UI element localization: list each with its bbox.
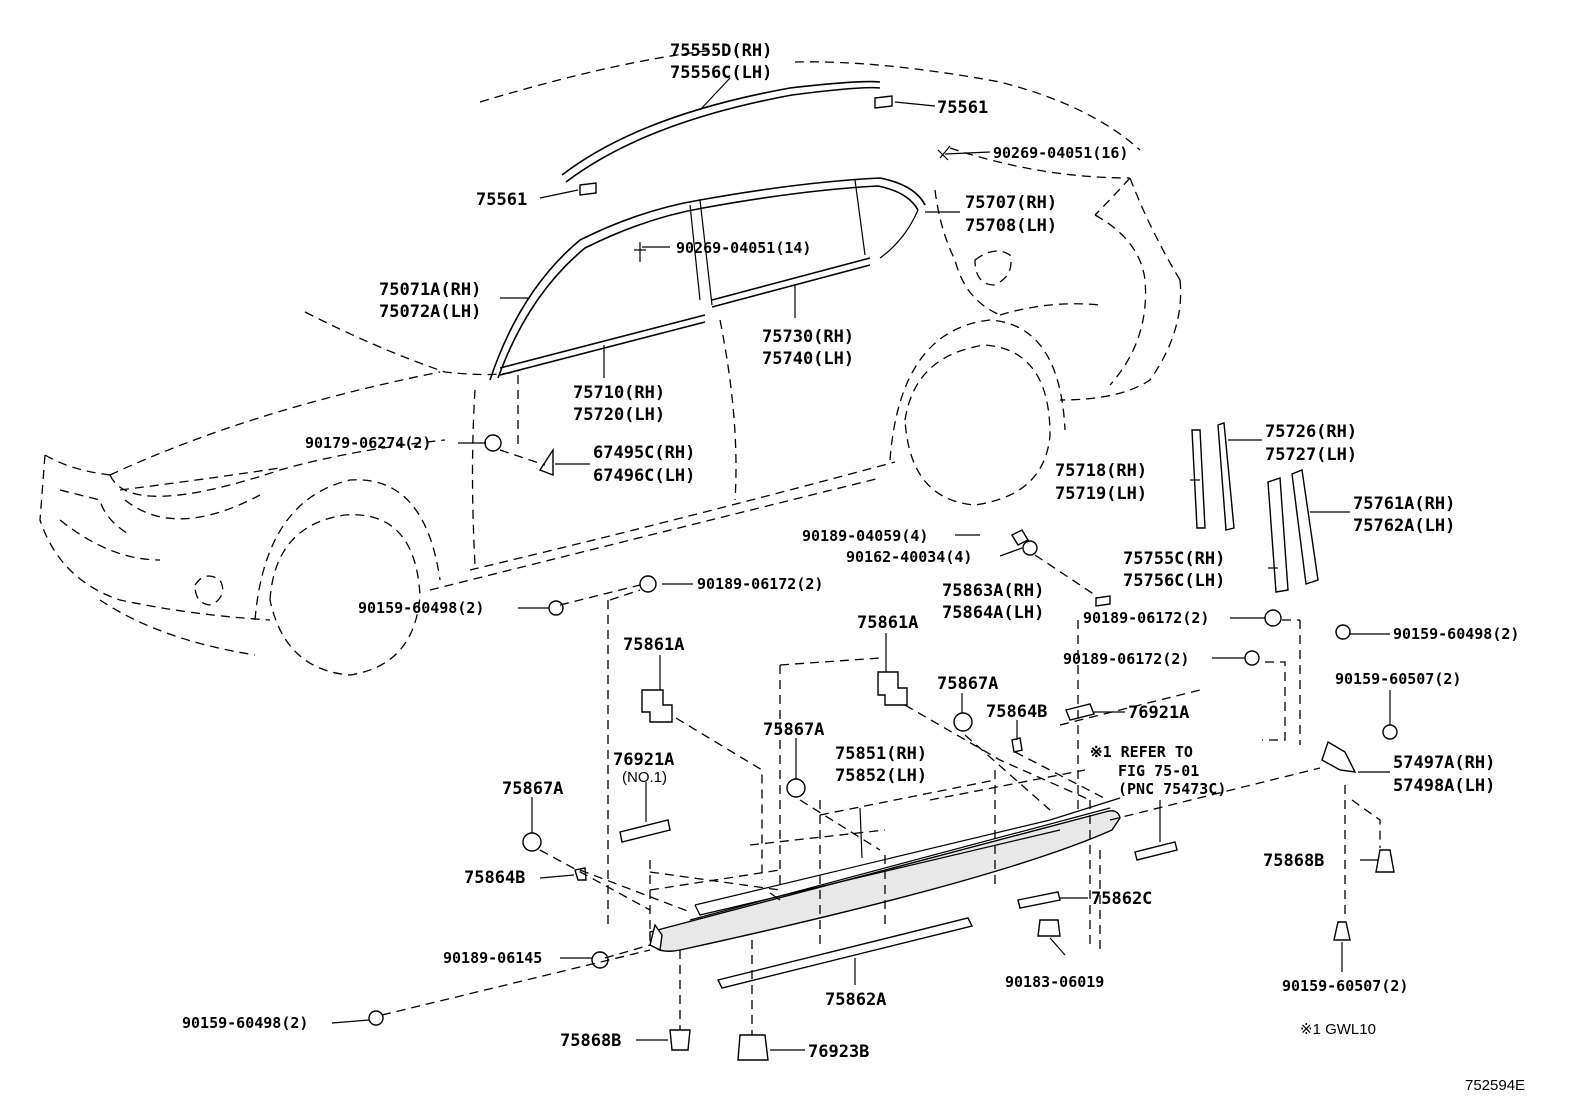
label-75719: 75719(LH) bbox=[1055, 484, 1147, 504]
label-90159-60498-a: 90159-60498(2) bbox=[358, 599, 484, 617]
label-75727: 75727(LH) bbox=[1265, 445, 1357, 465]
part-labels: 75555D(RH) 75556C(LH) 75561 90269-04051(… bbox=[182, 41, 1525, 1094]
label-75864B-a: 75864B bbox=[986, 702, 1047, 722]
retainers bbox=[368, 95, 1398, 1061]
label-57497A: 57497A(RH) bbox=[1393, 753, 1495, 773]
label-67496C: 67496C(LH) bbox=[593, 466, 695, 486]
footnote: ※1 GWL10 bbox=[1300, 1021, 1376, 1038]
label-90189-06172-b: 90189-06172(2) bbox=[1083, 609, 1209, 627]
label-90159-60507-a: 90159-60507(2) bbox=[1335, 670, 1461, 688]
label-76921A-no1: 76921A bbox=[613, 750, 674, 770]
label-90189-06145: 90189-06145 bbox=[443, 949, 542, 967]
label-75561-left: 75561 bbox=[476, 190, 527, 210]
label-67495C: 67495C(RH) bbox=[593, 443, 695, 463]
label-75756C: 75756C(LH) bbox=[1123, 571, 1225, 591]
label-90159-60498-c: 90159-60498(2) bbox=[182, 1014, 308, 1032]
label-90159-60507-b: 90159-60507(2) bbox=[1282, 977, 1408, 995]
label-75864B-b: 75864B bbox=[464, 868, 525, 888]
label-75755C: 75755C(RH) bbox=[1123, 549, 1225, 569]
vehicle-outline bbox=[39, 49, 1182, 676]
label-90189-04059: 90189-04059(4) bbox=[802, 527, 928, 545]
label-75708: 75708(LH) bbox=[965, 216, 1057, 236]
label-75071A: 75071A(RH) bbox=[379, 280, 481, 300]
label-no1: (NO.1) bbox=[622, 769, 667, 786]
label-75861A-left: 75861A bbox=[623, 635, 684, 655]
label-57498A: 57498A(LH) bbox=[1393, 776, 1495, 796]
label-75761A: 75761A(RH) bbox=[1353, 494, 1455, 514]
label-75862C: 75862C bbox=[1091, 889, 1152, 909]
label-75867A-c: 75867A bbox=[502, 779, 563, 799]
label-75861A-mid: 75861A bbox=[857, 613, 918, 633]
label-75707: 75707(RH) bbox=[965, 193, 1057, 213]
label-76921A-no2: 76921A bbox=[1128, 703, 1189, 723]
label-75863A: 75863A(RH) bbox=[942, 581, 1044, 601]
label-75868B-right: 75868B bbox=[1263, 851, 1324, 871]
label-90162: 90162-40034(4) bbox=[846, 548, 972, 566]
leader-lines bbox=[331, 77, 1391, 1051]
assembly-lines bbox=[381, 375, 1381, 1035]
label-90189-06172-c: 90189-06172(2) bbox=[1063, 650, 1189, 668]
refer-note-2: FIG 75-01 bbox=[1118, 762, 1199, 780]
label-90179: 90179-06274(2) bbox=[305, 434, 431, 452]
label-75864A: 75864A(LH) bbox=[942, 603, 1044, 623]
label-75718: 75718(RH) bbox=[1055, 461, 1147, 481]
label-75730: 75730(RH) bbox=[762, 327, 854, 347]
label-75720: 75720(LH) bbox=[573, 405, 665, 425]
label-90183: 90183-06019 bbox=[1005, 973, 1104, 991]
label-75555D: 75555D(RH) bbox=[670, 41, 772, 61]
label-75868B-bottom: 75868B bbox=[560, 1031, 621, 1051]
label-75556C: 75556C(LH) bbox=[670, 63, 772, 83]
label-76923B: 76923B bbox=[808, 1042, 869, 1062]
roof-moldings bbox=[489, 80, 926, 381]
label-75072A: 75072A(LH) bbox=[379, 302, 481, 322]
label-75862A: 75862A bbox=[825, 990, 886, 1010]
label-90269-14: 90269-04051(14) bbox=[676, 239, 811, 257]
label-90269-16: 90269-04051(16) bbox=[993, 144, 1128, 162]
label-75726: 75726(RH) bbox=[1265, 422, 1357, 442]
label-75851: 75851(RH) bbox=[835, 744, 927, 764]
label-75867A-b: 75867A bbox=[763, 720, 824, 740]
pillar-garnishes bbox=[1191, 422, 1319, 593]
label-90189-06172-a: 90189-06172(2) bbox=[697, 575, 823, 593]
label-75852: 75852(LH) bbox=[835, 766, 927, 786]
label-75740: 75740(LH) bbox=[762, 349, 854, 369]
label-75710: 75710(RH) bbox=[573, 383, 665, 403]
refer-note-3: (PNC 75473C) bbox=[1118, 780, 1226, 798]
label-75561-top: 75561 bbox=[937, 98, 988, 118]
label-75762A: 75762A(LH) bbox=[1353, 516, 1455, 536]
refer-note-1: ※1 REFER TO bbox=[1090, 743, 1193, 761]
label-75867A-a: 75867A bbox=[937, 674, 998, 694]
label-90159-60498-b: 90159-60498(2) bbox=[1393, 625, 1519, 643]
figure-id: 752594E bbox=[1465, 1077, 1525, 1094]
rocker-molding bbox=[619, 703, 1178, 989]
